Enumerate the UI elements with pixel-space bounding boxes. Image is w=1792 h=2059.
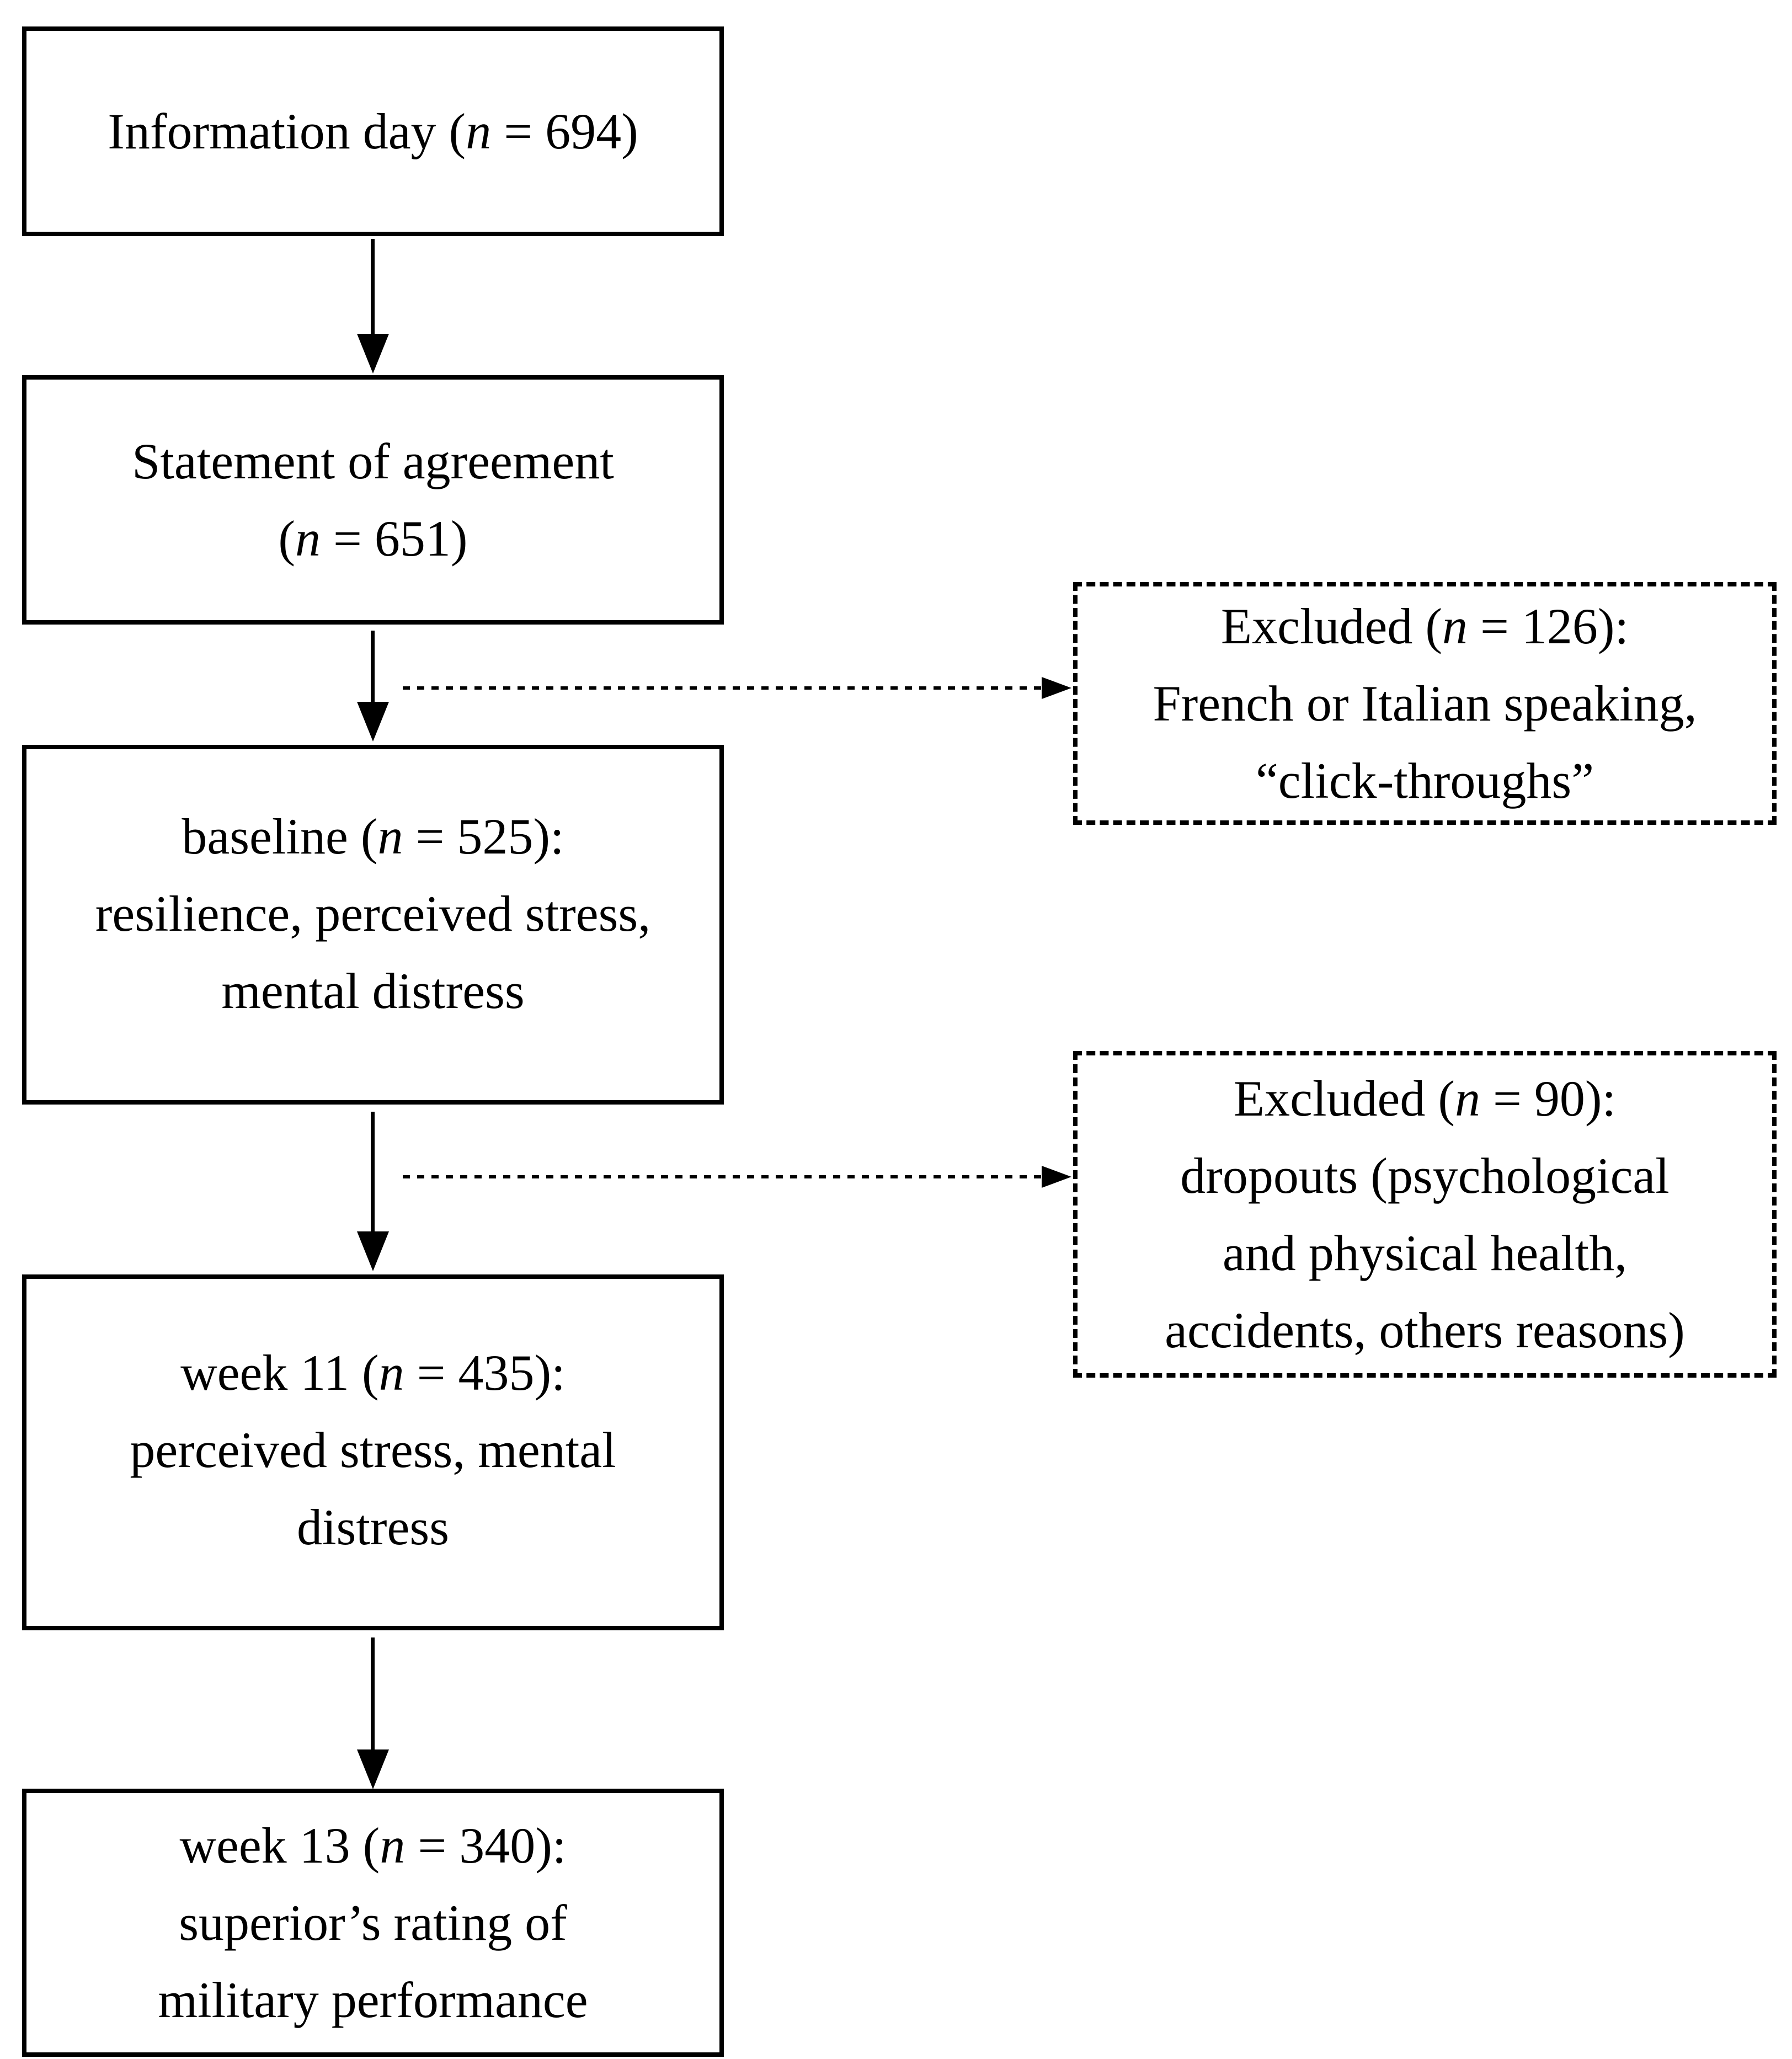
- text-line: French or Italian speaking,: [1153, 675, 1697, 732]
- arrow-head-icon: [1042, 1166, 1071, 1188]
- down-arrow-stem-3: [371, 1112, 375, 1232]
- down-arrow-stem-4: [371, 1637, 375, 1750]
- down-arrow-head-icon: [357, 1749, 389, 1789]
- excluded-box-n90: Excluded (n = 90): dropouts (psychologic…: [1073, 1051, 1777, 1378]
- down-arrow-head-icon: [357, 702, 389, 742]
- text-line: Statement of agreement: [132, 433, 614, 489]
- text-line: (n = 651): [278, 510, 468, 567]
- down-arrow-stem-1: [371, 239, 375, 334]
- text-line: military performance: [158, 1972, 588, 2028]
- down-arrow-stem-2: [371, 631, 375, 702]
- text-line: distress: [297, 1499, 449, 1555]
- text-line: accidents, others reasons): [1165, 1302, 1685, 1358]
- text-line: Excluded (n = 126):: [1220, 598, 1629, 654]
- flow-box-baseline: baseline (n = 525): resilience, perceive…: [22, 745, 724, 1105]
- down-arrow-head-icon: [357, 1231, 389, 1271]
- text-line: “click-throughs”: [1255, 753, 1594, 809]
- down-arrow-head-icon: [357, 334, 389, 374]
- text-line: baseline (n = 525):: [182, 808, 564, 865]
- flow-box-statement-of-agreement: Statement of agreement (n = 651): [22, 375, 724, 625]
- text-line: mental distress: [221, 963, 525, 1019]
- flow-box-week-11: week 11 (n = 435): perceived stress, men…: [22, 1274, 724, 1630]
- text-line: and physical health,: [1222, 1225, 1628, 1281]
- text-line: superior’s rating of: [179, 1895, 567, 1951]
- excluded-box-n126: Excluded (n = 126): French or Italian sp…: [1073, 582, 1777, 825]
- arrow-head-icon: [1042, 677, 1071, 699]
- text-line: resilience, perceived stress,: [95, 886, 651, 942]
- flow-box-week-13: week 13 (n = 340): superior’s rating of …: [22, 1789, 724, 2057]
- text-line: perceived stress, mental: [130, 1422, 616, 1478]
- excluded-branch-arrow-2: [403, 1166, 1071, 1188]
- text-line: week 13 (n = 340):: [179, 1817, 567, 1874]
- text-line: Information day (n = 694): [108, 103, 638, 159]
- excluded-branch-arrow-1: [403, 677, 1071, 699]
- text-line: Excluded (n = 90):: [1233, 1070, 1617, 1127]
- text-line: dropouts (psychological: [1180, 1148, 1670, 1204]
- flow-box-information-day: Information day (n = 694): [22, 26, 724, 236]
- text-line: week 11 (n = 435):: [180, 1345, 566, 1401]
